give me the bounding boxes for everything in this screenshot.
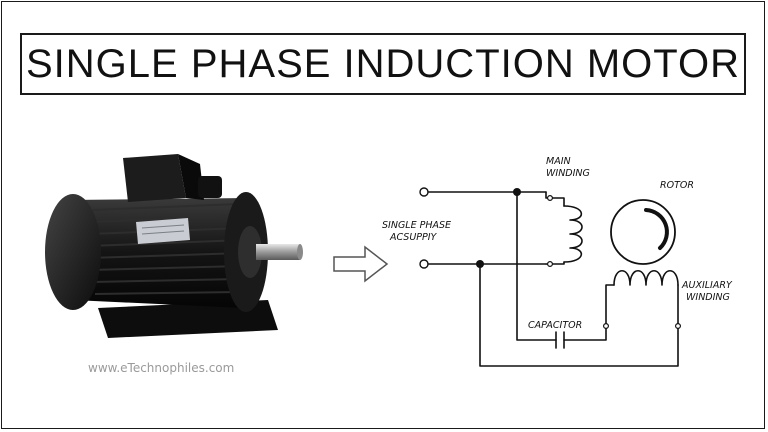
page-title: SINGLE PHASE INDUCTION MOTOR [25,41,740,86]
label-ac-supply: ACSUPPIY [389,232,438,243]
label-auxiliary: AUXILIARY [681,280,733,291]
label-main-winding: WINDING [546,168,590,179]
cooling-fins [87,203,244,295]
name-plate [136,218,190,244]
cable-gland [198,176,222,198]
motor-base [98,300,278,338]
rotor-arc [644,208,669,250]
watermark: www.eTechnophiles.com [88,361,235,375]
label-capacitor: CAPACITOR [528,320,582,331]
junction-top [513,188,521,196]
circuit-diagram: MAIN WINDING ROTOR SINGLE PHASE ACSUPPIY… [382,156,733,367]
return-line [479,263,679,367]
rear-cap [45,194,101,310]
main-winding-coil [563,205,583,263]
supply-terminal-bottom [419,259,429,269]
auxiliary-winding-coil [613,269,679,286]
label-auxiliary-winding: WINDING [686,292,730,303]
label-main: MAIN [546,156,571,167]
main-winding-lead-top [545,191,565,207]
label-rotor: ROTOR [660,180,694,191]
capacitor-branch [516,191,557,341]
supply-terminal-top [419,187,429,197]
title-box: SINGLE PHASE INDUCTION MOTOR [20,33,746,95]
rotor-symbol [610,199,676,265]
motor-shaft [256,244,300,260]
terminal-box [123,154,186,202]
capacitor-plates [555,331,565,349]
capacitor-to-aux [563,284,615,341]
motor-photo [45,154,303,338]
label-single-phase: SINGLE PHASE [382,220,451,231]
arrow-icon [333,245,389,283]
junction-bottom [476,260,484,268]
